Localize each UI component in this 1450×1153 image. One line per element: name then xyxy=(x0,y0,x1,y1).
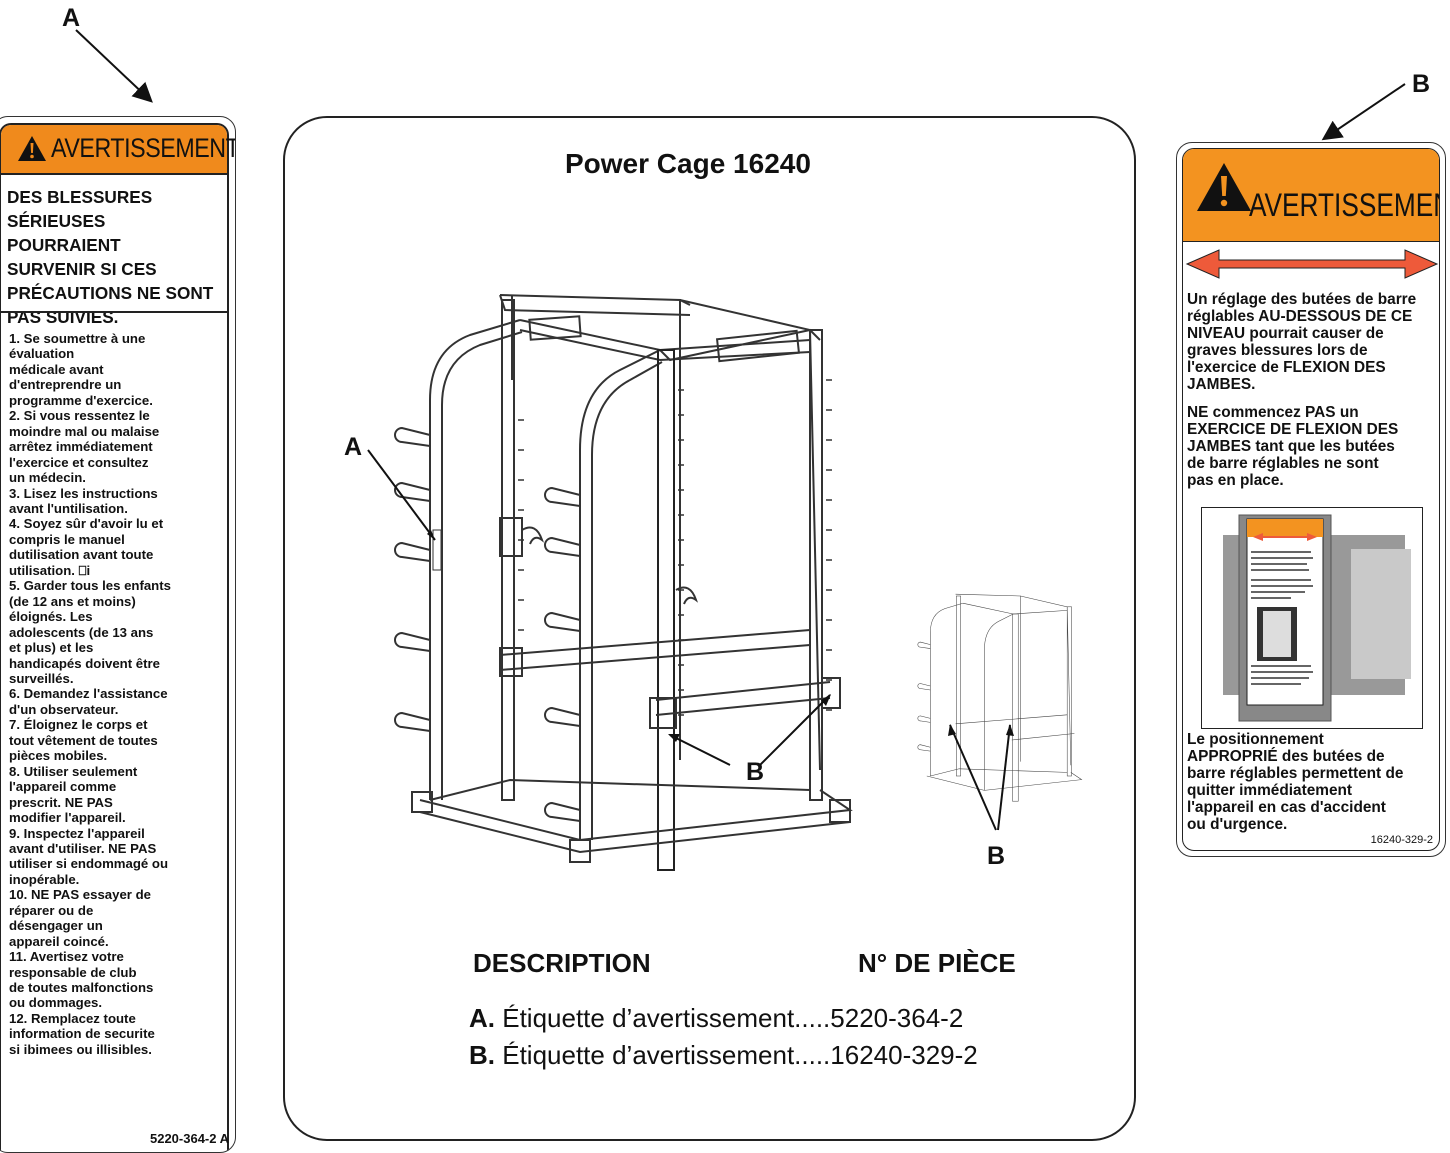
parts-row-a: A. Étiquette d’avertissement.....5220-36… xyxy=(469,1003,963,1034)
label-b-para-2: NE commencez PAS un EXERCICE DE FLEXION … xyxy=(1187,404,1399,489)
list-item: 3. Lisez les instructions avant l'untili… xyxy=(9,485,158,516)
page-title: Power Cage 16240 xyxy=(565,148,811,179)
list-item: 5. Garder tous les enfants (de 12 ans et… xyxy=(9,578,171,686)
label-b-part-code: 16240-329-2 xyxy=(1370,834,1433,846)
list-item: 9. Inspectez l'appareil avant d'utiliser… xyxy=(9,825,169,887)
warning-label-a: AVERTISSEMENT DES BLESSURES SÉRIEUSES PO… xyxy=(0,116,236,1153)
label-a-precautions: 1. Se soumettre à une évaluation médical… xyxy=(9,331,225,1057)
callout-b-cage: B xyxy=(746,758,765,786)
list-item: 2. Si vous ressentez le moindre mal ou m… xyxy=(9,408,160,486)
label-position-illustration xyxy=(1201,507,1423,729)
label-b-frame: AVERTISSEMENT Un réglage des butées de b… xyxy=(1182,148,1440,851)
power-cage-illustration xyxy=(367,294,1083,871)
label-a-part-code: 5220-364-2 A xyxy=(149,1131,229,1146)
list-item: 1. Se soumettre à une évaluation médical… xyxy=(9,331,153,408)
part-letter: A. xyxy=(469,1003,495,1033)
list-item: 11. Avertisez votre responsable de club … xyxy=(9,949,154,1011)
list-item: 6. Demandez l'assistance d'un observateu… xyxy=(9,686,168,717)
list-item: 8. Utiliser seulement l'appareil comme p… xyxy=(9,763,138,826)
label-a-header: AVERTISSEMENT xyxy=(1,125,235,175)
label-b-header: AVERTISSEMENT xyxy=(1183,149,1439,242)
parts-row-b: B. Étiquette d’avertissement.....16240-3… xyxy=(469,1040,978,1071)
label-a-divider xyxy=(1,311,227,313)
callout-b-top: B xyxy=(1412,70,1431,98)
label-b-title: AVERTISSEMENT xyxy=(1249,187,1439,223)
callout-a-cage: A xyxy=(344,433,363,461)
part-letter: B. xyxy=(469,1040,495,1070)
warning-triangle-icon xyxy=(18,136,46,161)
list-item: 10. NE PAS essayer de réparer ou de dése… xyxy=(9,887,151,949)
part-number-header: N° DE PIÈCE xyxy=(858,948,1016,978)
list-item: 4. Soyez sûr d'avoir lu et compris le ma… xyxy=(9,516,164,578)
part-text: Étiquette d’avertissement.....16240-329-… xyxy=(502,1040,978,1070)
double-arrow-icon xyxy=(1185,249,1439,279)
label-a-title: AVERTISSEMENT xyxy=(51,133,236,163)
label-b-para-3: Le positionnement APPROPRIÉ des butées d… xyxy=(1187,731,1404,833)
description-header: DESCRIPTION xyxy=(473,948,651,978)
warning-label-b: AVERTISSEMENT Un réglage des butées de b… xyxy=(1176,142,1446,857)
callout-arrows-top xyxy=(75,29,1406,141)
list-item: 7. Éloignez le corps et tout vêtement de… xyxy=(9,717,158,764)
part-text: Étiquette d’avertissement.....5220-364-2 xyxy=(502,1003,964,1033)
list-item: 12. Remplacez toute information de secur… xyxy=(9,1010,155,1057)
center-panel xyxy=(283,116,1136,1141)
label-a-intro: DES BLESSURES SÉRIEUSES POURRAIENT SURVE… xyxy=(7,187,214,327)
label-a-frame: AVERTISSEMENT DES BLESSURES SÉRIEUSES PO… xyxy=(0,123,235,1152)
callout-b-small-cage: B xyxy=(987,842,1006,870)
callout-a-top: A xyxy=(62,4,81,32)
label-b-para-1: Un réglage des butées de barre réglables… xyxy=(1187,291,1417,393)
warning-triangle-icon xyxy=(1197,163,1251,211)
